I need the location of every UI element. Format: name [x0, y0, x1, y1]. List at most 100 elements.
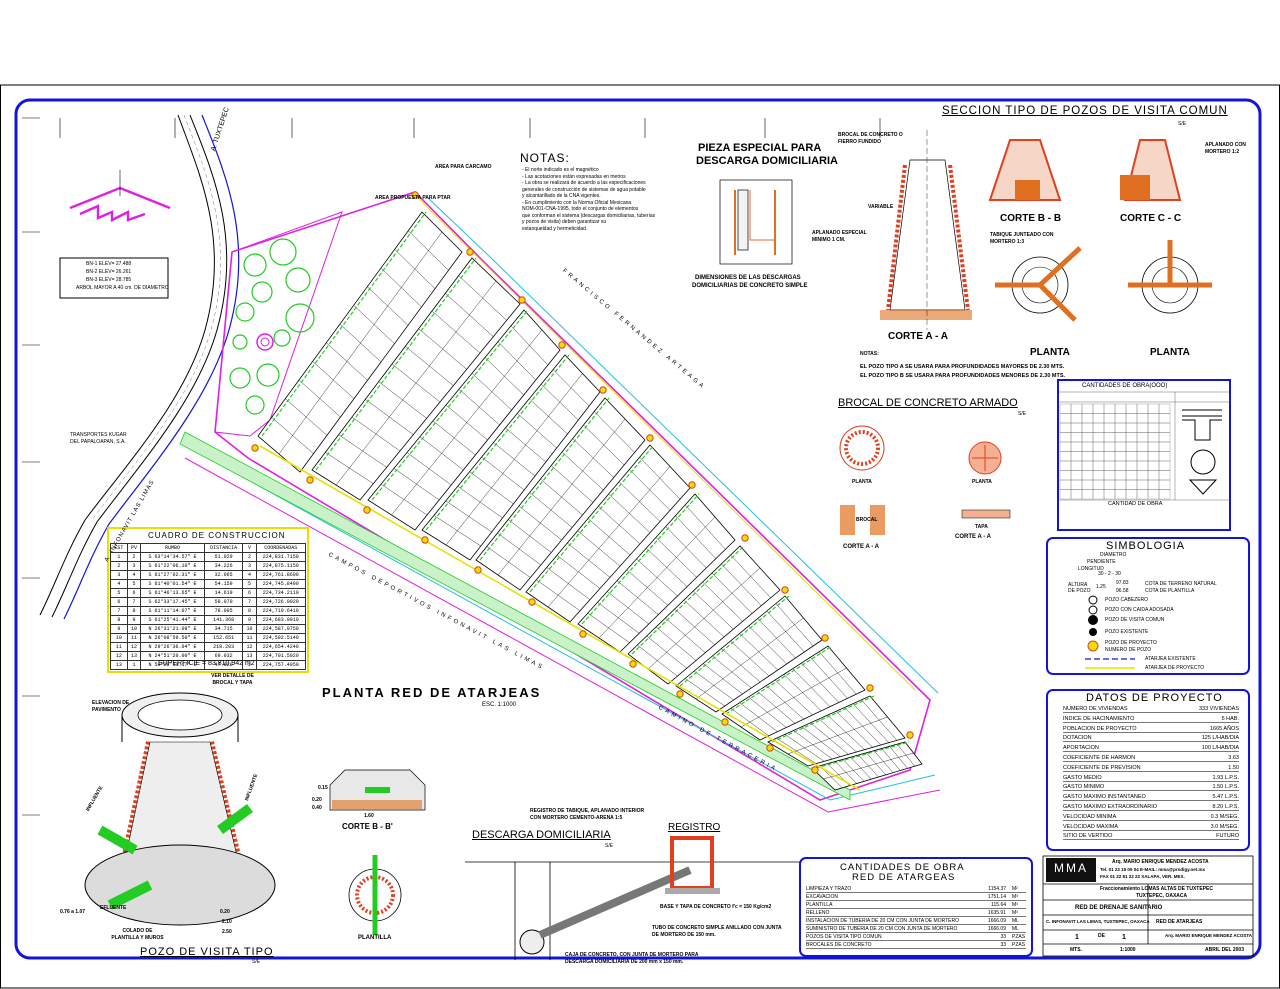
- cuadro-cell: 224,719.6410: [255, 606, 307, 616]
- cantidades-row: INSTALACION DE TUBERIA DE 20 CM CON JUNT…: [806, 918, 1026, 925]
- cuadro-cell: 7: [110, 606, 128, 616]
- elevation-legend: BN-1 ELEV= 27.488 BN-2 ELEV= 26.261 BN-3…: [76, 261, 169, 291]
- cuadro-cell: 7: [242, 597, 257, 607]
- datos-value: 0.3 M/SEG.: [1210, 813, 1239, 820]
- corte-bb-dim-2: 0.40: [312, 805, 322, 811]
- cuadro-title: CUADRO DE CONSTRUCCION: [148, 531, 286, 540]
- datos-value: 5 HAB.: [1221, 715, 1239, 722]
- descarga-tubo: TUBO DE CONCRETO SIMPLE ANILLADO CON JUN…: [652, 925, 782, 938]
- cuadro-cell: 8: [110, 615, 128, 625]
- seccion-nota-2: EL POZO TIPO B SE USARA PARA PROFUNDIDAD…: [860, 373, 1066, 379]
- lot-divider: [547, 466, 671, 608]
- planta-label-2: PLANTA: [1150, 347, 1190, 358]
- brocal-drawings: [839, 425, 1011, 535]
- simb-item-7: ATARJEA DE PROYECTO: [1145, 665, 1205, 671]
- cuadro-cell: 218.203: [203, 642, 244, 652]
- obra-table-grid: [1058, 391, 1230, 501]
- lateral-sewer: [371, 309, 529, 501]
- cuadro-cell: 11: [126, 633, 142, 643]
- cuadro-cell: 4: [110, 579, 128, 589]
- datos-label: VELOCIDAD MAXIMA: [1063, 823, 1119, 830]
- lateral-sewer: [315, 257, 477, 471]
- cantidades-qty: 115.64: [991, 902, 1006, 908]
- cuadro-cell: 224,654.4240: [255, 642, 307, 652]
- manhole: [306, 476, 314, 484]
- datos-label: POBLACION DE PROYECTO: [1063, 725, 1137, 732]
- cantidades-concept: EXCAVACION: [806, 894, 839, 900]
- lateral-sewer: [581, 493, 700, 625]
- registro-title: REGISTRO: [668, 822, 721, 833]
- cuadro-h-est: EST: [110, 543, 128, 553]
- obra-small-title: CANTIDADES DE OBRA(OOO): [1082, 383, 1168, 389]
- simb-item-3: POZO EXISTENTE: [1105, 629, 1149, 635]
- cuadro-cell: 224,734.2110: [255, 588, 307, 598]
- cantidades-qty: 1666.09: [987, 918, 1006, 924]
- cuadro-cell: 9: [110, 624, 128, 634]
- lot-divider: [740, 667, 847, 728]
- cuadro-cell: 5: [110, 588, 128, 598]
- lot-boundary: [214, 191, 931, 801]
- park-area: [214, 211, 343, 437]
- cuadro-cell: 13: [126, 651, 142, 661]
- tb-hoja-b: 1: [1122, 934, 1126, 941]
- corte-bb-dim-0: 0.15: [318, 785, 328, 791]
- obra-grid: [1059, 403, 1171, 500]
- cantidades-row: SUMINISTRO DE TUBERIA DE 20 CM CON JUNTA…: [806, 926, 1026, 933]
- tapa-corte: CORTE A - A: [955, 534, 991, 540]
- datos-label: DOTACION: [1063, 735, 1092, 742]
- datos-value: 333 VIVIENDAS: [1198, 706, 1239, 712]
- cuadro-cell: 1: [242, 660, 257, 670]
- datos-label: VELOCIDAD MINIMA: [1063, 813, 1117, 820]
- cuadro-cell: 11: [242, 633, 257, 643]
- datos-value: FUTURO: [1216, 833, 1239, 840]
- manhole: [741, 534, 749, 542]
- lateral-sewer: [261, 211, 427, 437]
- tb-tipo: RED DE ATARJEAS: [1156, 919, 1203, 925]
- planta-label-1: PLANTA: [1030, 347, 1070, 358]
- cuadro-cell: 14.619: [203, 588, 244, 598]
- corte-cc-label: CORTE C - C: [1120, 213, 1182, 224]
- corte-bb-dim-3: 1.60: [364, 813, 374, 819]
- park-trees: [229, 238, 315, 415]
- cantidades-box: [799, 857, 1033, 957]
- corte-bb-label: CORTE B - B: [1000, 213, 1062, 224]
- cuadro-h-v: V: [242, 543, 257, 553]
- cantidades-title-2: RED DE ATARGEAS: [852, 872, 956, 883]
- datos-value: 1.93 L.P.S.: [1212, 774, 1239, 781]
- datos-label: INDICE DE HACINAMIENTO: [1063, 715, 1135, 722]
- simb-item-2: POZO DE VISITA COMUN: [1105, 617, 1165, 623]
- pieza-caption-2: DOMICILIARIAS DE CONCRETO SIMPLE: [692, 283, 808, 289]
- cuadro-cell: S 62°33'17.45" E: [140, 597, 205, 607]
- seccion-brocal: BROCAL DE CONCRETO O FIERRO FUNDIDO: [838, 132, 903, 145]
- manhole: [518, 296, 526, 304]
- descarga-base: BASE Y TAPA DE CONCRETO f'c = 150 Kg/cm2: [660, 904, 772, 910]
- manhole: [781, 586, 789, 594]
- brocal-title: BROCAL DE CONCRETO ARMADO: [838, 397, 1018, 409]
- plan-title: PLANTA RED DE ATARJEAS: [322, 685, 542, 700]
- manhole: [599, 386, 607, 394]
- manhole: [811, 766, 819, 774]
- cuadro-cell: 12: [242, 642, 257, 652]
- cantidades-unit: M³: [1012, 902, 1018, 908]
- cantidades-concept: INSTALACION DE TUBERIA DE 20 CM CON JUNT…: [806, 918, 959, 924]
- grid-ticks: [22, 117, 881, 816]
- cuadro-cell: 32.065: [203, 570, 244, 580]
- datos-value: 5.47 L.P.S.: [1212, 794, 1239, 801]
- cuadro-cell: 51.029: [203, 552, 244, 562]
- cantidades-unit: ML: [1012, 926, 1019, 932]
- tb-esc: 1:1000: [1120, 947, 1136, 953]
- cuadro-cell: 224,831.7150: [255, 552, 307, 562]
- highway: [39, 114, 240, 620]
- cuadro-cell: 152.651: [203, 633, 244, 643]
- cuadro-cell: 5: [242, 579, 257, 589]
- cantidades-qty: 33: [1000, 942, 1006, 948]
- logo-block: [1046, 858, 1096, 882]
- cuadro-cell: N 26°08'59.50" E: [140, 633, 205, 643]
- simb-long: LONGITUD: [1078, 566, 1104, 572]
- cuadro-cell: 78.005: [203, 606, 244, 616]
- lot-divider: [391, 329, 543, 516]
